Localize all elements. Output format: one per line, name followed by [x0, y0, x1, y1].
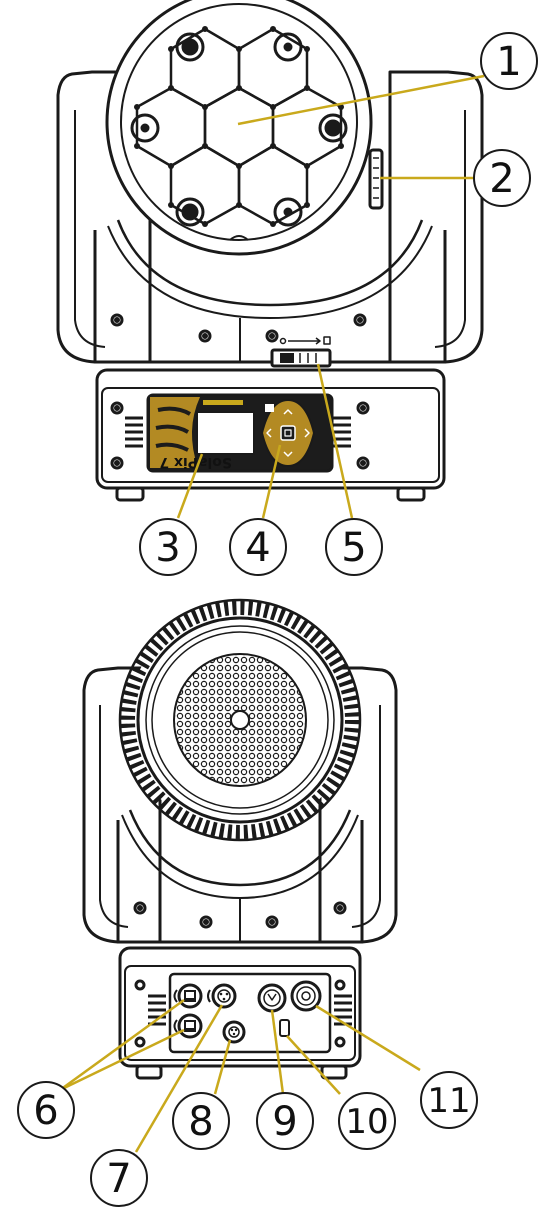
front-head-outer-ring [105, 0, 373, 256]
nav-right-icon [304, 428, 310, 438]
leader-11 [315, 1004, 421, 1072]
callout-2: 2 [489, 156, 514, 202]
callout-11-circle [420, 1071, 478, 1129]
front-screw [269, 333, 275, 339]
leader-6b [59, 1028, 185, 1092]
leader-6a [59, 998, 185, 1092]
front-leader-lines [176, 74, 485, 519]
callout-1: 1 [496, 39, 521, 85]
dmx-connectors [207, 983, 246, 1044]
front-head-bowl-curve-2 [107, 225, 433, 319]
front-base-screw [110, 456, 124, 470]
front-screw [265, 329, 279, 343]
callout-5: 5 [341, 525, 366, 571]
front-base-screw [110, 401, 124, 415]
rear-screw [133, 901, 147, 915]
dmx-out-connector [222, 1020, 246, 1044]
rear-base [118, 946, 362, 1068]
front-head-bowl [93, 230, 447, 364]
front-screw [202, 333, 208, 339]
lcd-screen [196, 411, 255, 455]
dmx-in-connector [211, 983, 237, 1009]
front-screw [353, 313, 367, 327]
panel-brand-text: SolaPix 7 [159, 454, 232, 470]
front-foot-left [115, 486, 145, 502]
front-view: SolaPix 7 [56, 0, 484, 502]
leader-4 [261, 444, 282, 519]
callout-2-circle [473, 149, 531, 207]
leader-9 [270, 1009, 285, 1095]
nav-pad [261, 399, 315, 467]
callout-6-circle [17, 1081, 75, 1139]
front-vent-left [125, 416, 143, 448]
leader-8 [213, 1039, 232, 1095]
rear-screw [333, 901, 347, 915]
rear-head-ring-2 [145, 625, 335, 815]
nav-up-icon [283, 409, 293, 415]
callout-10: 10 [345, 1102, 388, 1142]
callout-3: 3 [155, 525, 180, 571]
callout-4-circle [229, 518, 287, 576]
callout-8-circle [172, 1092, 230, 1150]
power-out-connector [290, 980, 322, 1012]
callout-1-circle [480, 32, 538, 90]
front-hex-vertex-dots [134, 26, 344, 227]
callout-8: 8 [188, 1099, 213, 1145]
nav-left-icon [266, 428, 272, 438]
fuse-holder [279, 1019, 290, 1037]
callout-circles [17, 32, 538, 1207]
callout-9: 9 [272, 1099, 297, 1145]
ethernet-ports [173, 983, 203, 1039]
front-head-bottom-notch [229, 235, 249, 241]
rear-foot-right [320, 1064, 348, 1080]
power-in-connector [257, 983, 287, 1013]
callout-7: 7 [106, 1156, 131, 1202]
leader-3 [176, 453, 204, 519]
front-screw [198, 329, 212, 343]
front-foot-right [396, 486, 426, 502]
rear-head-outer [118, 598, 362, 842]
front-base-screw [356, 456, 370, 470]
rear-head-ring-3 [151, 631, 329, 809]
rear-screw [265, 915, 279, 929]
callout-6: 6 [33, 1088, 58, 1134]
leader-1 [237, 74, 485, 126]
callout-3-circle [139, 518, 197, 576]
front-yoke-right-arm [388, 70, 484, 364]
front-pan-lock-arrow [288, 337, 321, 345]
rear-leader-lines [59, 998, 421, 1153]
callout-9-circle [256, 1092, 314, 1150]
front-yoke-left-arm-inner [74, 110, 106, 348]
callout-5-circle [325, 518, 383, 576]
rear-connector-panel [168, 972, 332, 1054]
rear-head-ring [136, 616, 344, 824]
leader-7 [134, 1004, 224, 1153]
callout-11: 11 [427, 1081, 470, 1121]
nav-down-icon [283, 451, 293, 457]
front-head-inner-ring [120, 3, 358, 241]
front-head-bowl-curve [116, 219, 424, 307]
leader-10 [286, 1035, 341, 1095]
callout-10-circle [338, 1092, 396, 1150]
front-yoke-right-arm-inner [434, 110, 466, 348]
callout-4: 4 [245, 525, 270, 571]
rear-screw [199, 915, 213, 929]
leader-5 [316, 363, 354, 519]
rear-view [82, 598, 398, 1080]
rear-center-hole [230, 710, 250, 730]
front-screw [110, 313, 124, 327]
nav-enter-button [280, 425, 296, 441]
front-screw [357, 317, 363, 323]
front-base-screw [356, 401, 370, 415]
callout-7-circle [90, 1149, 148, 1207]
front-screw [114, 317, 120, 323]
callout-numbers: 1 2 3 4 5 6 7 8 9 10 11 [33, 39, 521, 1202]
rear-foot-left [135, 1064, 163, 1080]
